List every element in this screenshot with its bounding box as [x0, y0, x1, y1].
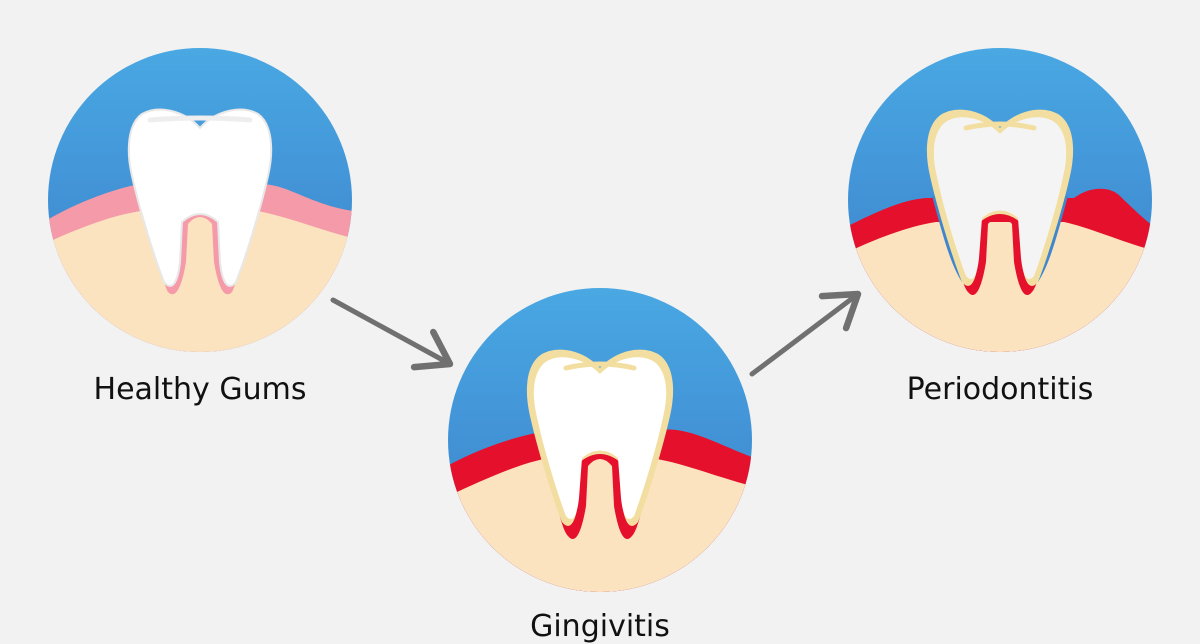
healthy-gums-illustration: [48, 48, 352, 352]
stage-label-healthy-gums: Healthy Gums: [93, 372, 307, 407]
arrow-gingivitis-to-periodontitis: [749, 290, 862, 377]
tooth: [933, 117, 1067, 280]
gingivitis-illustration: [448, 288, 752, 592]
jaw-bone: [448, 458, 752, 592]
gum-disease-diagram: [48, 48, 1152, 592]
arrow-healthy-to-gingivitis: [330, 297, 454, 371]
periodontitis-illustration: [848, 48, 1152, 352]
stage-label-gingivitis: Gingivitis: [530, 609, 670, 644]
stage-label-periodontitis: Periodontitis: [906, 372, 1094, 407]
tooth: [533, 357, 667, 520]
jaw-bone: [48, 210, 352, 352]
tooth: [127, 108, 273, 287]
jaw-bone: [848, 222, 1152, 352]
